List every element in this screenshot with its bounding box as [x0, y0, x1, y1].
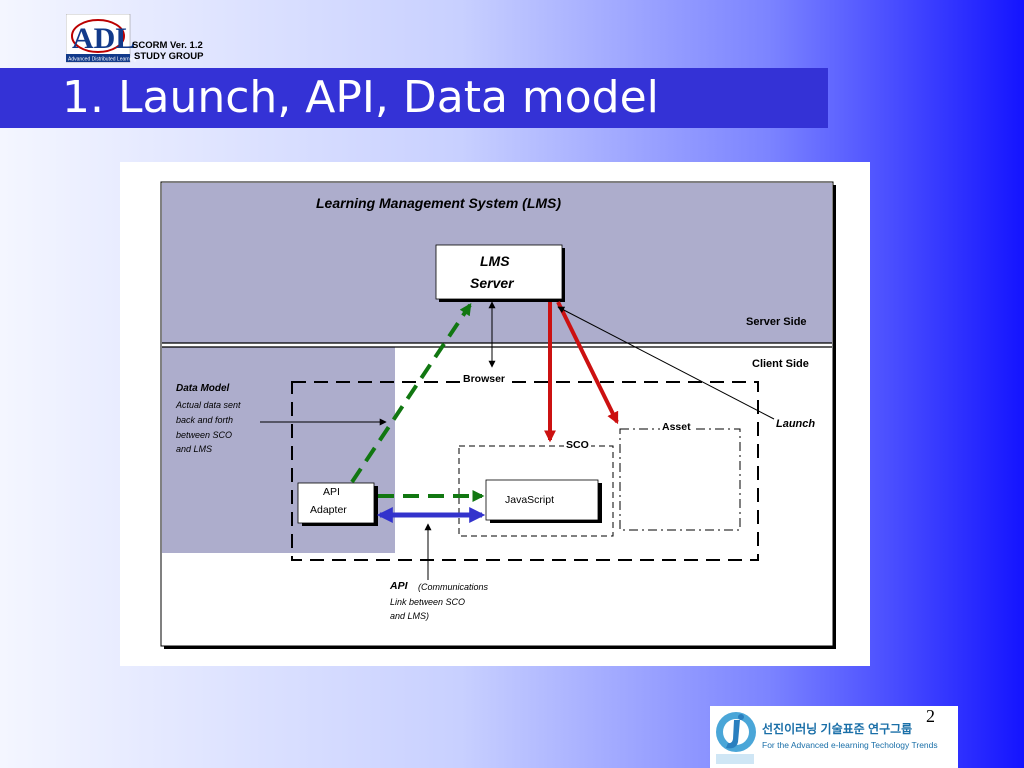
- data-model-desc-4: and LMS: [176, 444, 213, 454]
- client-side-label: Client Side: [752, 358, 809, 370]
- page-number: 2: [926, 706, 935, 726]
- adl-logo: ADL Advanced Distributed Learning SCORM …: [65, 13, 216, 64]
- footer-logo-korean: 선진이러닝 기술표준 연구그룹: [762, 722, 913, 736]
- svg-text:STUDY GROUP: STUDY GROUP: [134, 51, 204, 62]
- sco-label: SCO: [564, 439, 591, 451]
- launch-label: Launch: [776, 418, 816, 430]
- api-adapter-box: [297, 482, 375, 524]
- browser-region: [291, 381, 759, 561]
- lms-title: Learning Management System (LMS): [316, 195, 562, 211]
- svg-text:ADL: ADL: [72, 22, 135, 55]
- sco-box: [458, 445, 614, 537]
- asset-label: Asset: [660, 421, 693, 433]
- data-model-desc-3: between SCO: [176, 430, 233, 440]
- adl-logo-graphic: ADL Advanced Distributed Learning SCORM …: [65, 13, 204, 63]
- javascript-box: [485, 479, 599, 521]
- data-model-title: Data Model: [176, 383, 230, 394]
- diagram-panel: Learning Management System (LMS) LMS Ser…: [120, 162, 870, 666]
- api-desc-1: (Communications: [418, 582, 489, 592]
- footer-logo: 선진이러닝 기술표준 연구그룹 For the Advanced e-learn…: [710, 706, 958, 768]
- lms-server-label-2: Server: [470, 275, 514, 291]
- footer-logo-english: For the Advanced e-learning Techology Tr…: [762, 740, 938, 750]
- api-adapter-label-2: Adapter: [310, 504, 347, 516]
- data-model-desc-1: Actual data sent: [176, 400, 241, 410]
- api-desc-2: Link between SCO: [390, 597, 466, 607]
- launch-arrow-asset: [556, 301, 619, 425]
- api-desc-3: and LMS): [390, 611, 430, 621]
- footer-logo-icon: [716, 712, 756, 764]
- lms-server-label-1: LMS: [480, 253, 510, 269]
- svg-text:Advanced Distributed Learning: Advanced Distributed Learning: [68, 57, 137, 63]
- api-label: API: [390, 580, 408, 592]
- launch-pointer: [557, 306, 775, 420]
- javascript-label: JavaScript: [505, 494, 555, 506]
- server-side-label: Server Side: [746, 316, 807, 328]
- slide-title: 1. Launch, API, Data model: [62, 72, 659, 123]
- svg-text:SCORM Ver. 1.2: SCORM Ver. 1.2: [132, 40, 203, 51]
- api-adapter-label-1: API: [323, 486, 340, 498]
- diagram-graphics: [160, 181, 836, 649]
- data-model-desc-2: back and forth: [176, 415, 234, 425]
- data-arrow-server: [350, 303, 472, 484]
- browser-label: Browser: [461, 373, 508, 385]
- title-bar: [0, 68, 828, 128]
- lms-server-box: [435, 244, 563, 300]
